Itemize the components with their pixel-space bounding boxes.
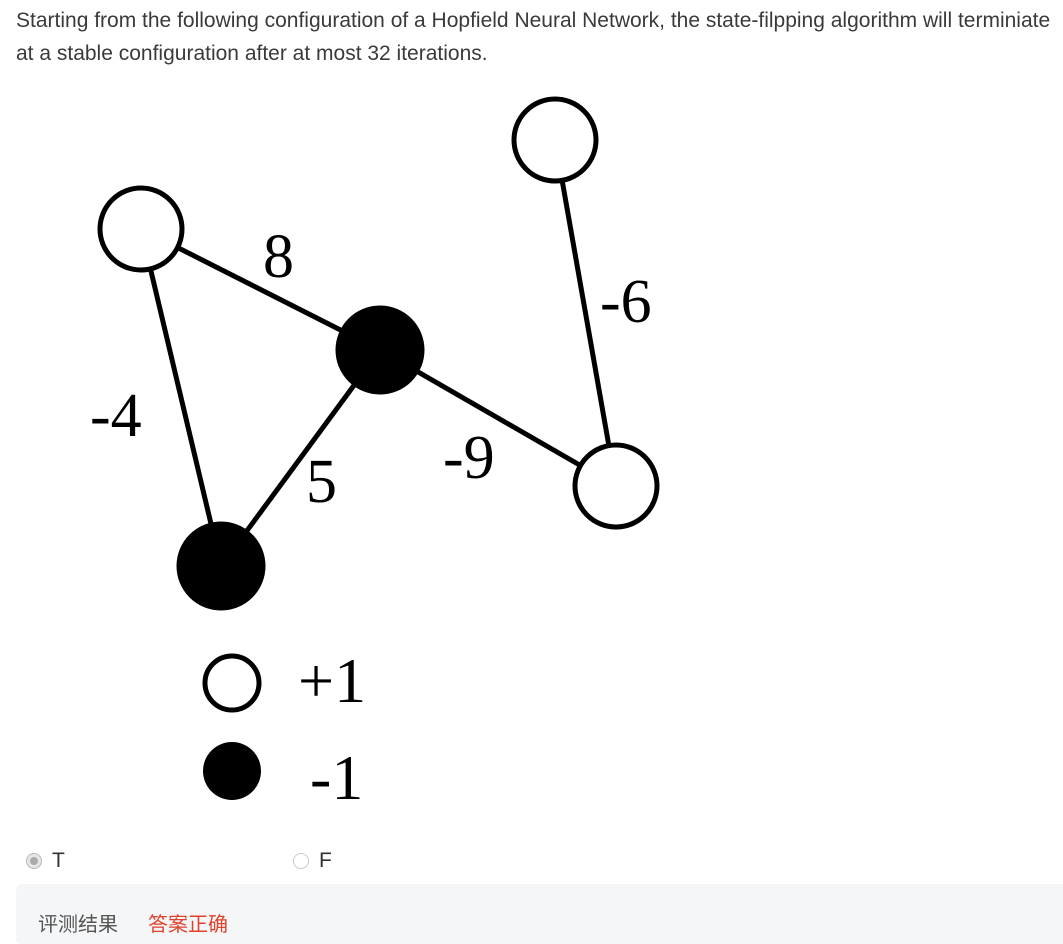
result-panel: 评测结果 答案正确	[16, 884, 1063, 944]
option-f-label: F	[319, 849, 332, 872]
result-value: 答案正确	[148, 914, 228, 936]
option-t-label: T	[52, 849, 65, 872]
node-right	[572, 442, 660, 530]
result-label: 评测结果	[38, 914, 118, 936]
weight-label-neg9: -9	[443, 424, 495, 492]
edge-top-left-center	[139, 226, 382, 353]
edge-center-right	[378, 347, 618, 489]
node-bottom	[176, 521, 266, 611]
node-center	[335, 305, 425, 395]
question-text: Starting from the following configuratio…	[16, 9, 1051, 65]
option-t[interactable]: T	[26, 848, 65, 874]
radio-f[interactable]	[293, 853, 309, 869]
weight-label-5: 5	[306, 448, 337, 516]
legend-white-circle	[202, 653, 262, 713]
option-f[interactable]: F	[293, 848, 332, 874]
radio-t[interactable]	[26, 853, 42, 869]
legend-label-negative: -1	[310, 742, 363, 813]
legend-black-circle	[203, 742, 261, 800]
node-top-right	[511, 96, 599, 184]
weight-label-8: 8	[263, 223, 294, 291]
node-top-left	[97, 185, 185, 273]
edge-top-left-bottom	[138, 228, 224, 567]
hopfield-network-diagram: 8 -6 -4 5 -9 +1 -1	[0, 80, 720, 820]
weight-label-neg4: -4	[90, 382, 142, 450]
edge-top-right-right	[552, 139, 619, 487]
weight-label-neg6: -6	[600, 268, 652, 336]
edge-center-bottom	[218, 348, 383, 568]
legend-label-positive: +1	[298, 645, 366, 716]
